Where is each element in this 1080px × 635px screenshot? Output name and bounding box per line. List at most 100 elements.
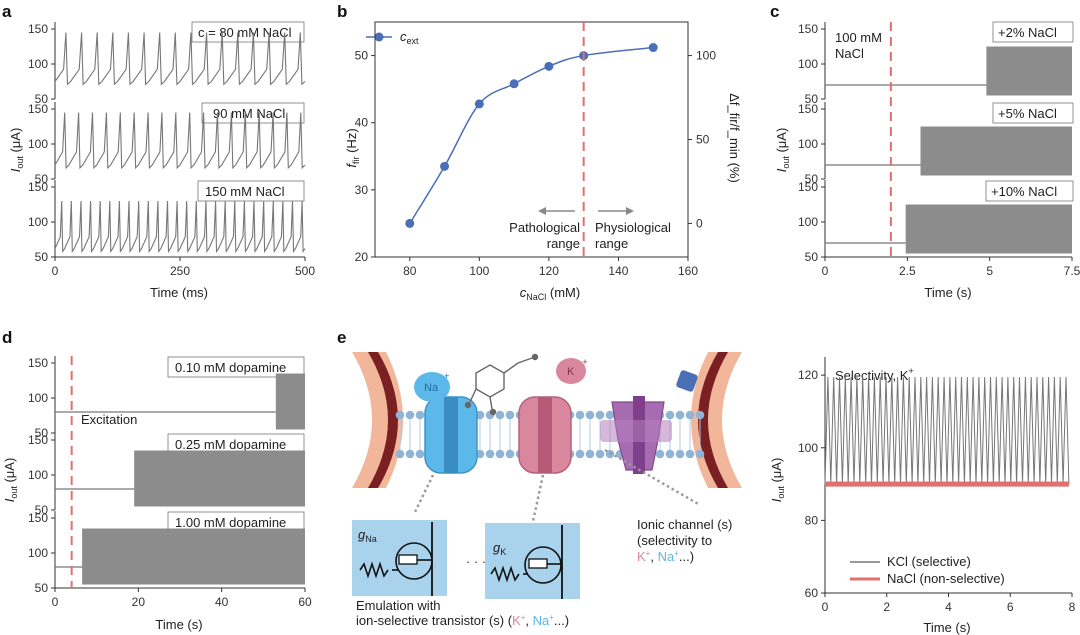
panel-selectivity-ytick-label: 80 [805,513,819,527]
panel-b-legend-label: cext [400,29,419,46]
lipid-head [695,449,705,459]
panel-d-ytick-label: 150 [28,511,48,525]
panel-b-ytick-label: 40 [355,116,369,130]
panel-d-ytick-label: 150 [28,356,48,370]
panel-selectivity-xtick-label: 8 [1069,600,1076,614]
panel-a-ytick-label: 50 [35,172,49,186]
panel-b-y2-label: Δf_fir/f_min (%) [727,93,742,183]
sodium-ion-icon: Na+ [414,371,450,402]
panel-selectivity-y-label: Iout (μA) [769,458,786,503]
panel-a-box-1: c = 80 mM NaCl [191,21,305,43]
panel-selectivity-ytick-label: 60 [805,586,819,600]
lipid-head [415,449,425,459]
panel-label-d: d [2,328,12,347]
panel-selectivity-kcl-trace [824,376,1070,485]
lipid-head [415,410,425,420]
lipid-head [495,410,505,420]
panel-d-box-3: 1.00 mM dopamine [167,511,305,533]
panel-c-annotation-2: NaCl [835,46,864,61]
panel-b-xtick-label: 140 [608,264,628,278]
panel-d-ytick-label: 150 [28,433,48,447]
panel-d-chart: 0.10 mM dopamine 0.25 mM dopamine 1.00 m… [2,356,312,632]
legend-nacl: NaCl (non-selective) [887,571,1005,586]
panel-d-box-1: 0.10 mM dopamine [167,356,305,378]
panel-b-y2tick-label: 0 [696,216,703,230]
panel-c-box-2: +5% NaCl [992,102,1074,124]
panel-a-trace-2 [54,112,306,170]
dopamine-molecule-icon [469,357,533,410]
panel-b-xtick-label: 160 [678,264,698,278]
panel-selectivity-xtick-label: 2 [883,600,890,614]
panel-a-xtick-label: 0 [52,264,59,278]
lipid-head [655,449,665,459]
panel-b-xtick-label: 120 [539,264,559,278]
panel-c-x-label: Time (s) [924,285,971,300]
panel-selectivity-ytick-label: 100 [798,441,818,455]
panel-c-box-3: +10% NaCl [985,180,1074,202]
panel-c-spiking-region-3 [905,204,1072,254]
panel-b-chart: cext Pathological range Physiological ra… [344,21,742,302]
panel-c-ytick-label: 100 [798,215,818,229]
panel-c-spiking-region-2 [920,126,1072,176]
lipid-head [665,410,675,420]
panel-d-ytick-label: 100 [28,391,48,405]
panel-selectivity-nacl-trace [825,481,1069,487]
panel-a-trace-3 [54,200,306,254]
panel-b-y-label: ffir (Hz) [344,128,361,167]
panel-d-x-label: Time (s) [155,617,202,632]
panel-b-point-4 [509,79,519,89]
na-transistor-label: gNa [358,527,377,544]
panel-b-point-1 [405,218,415,228]
lipid-head [405,449,415,459]
lipid-head [395,449,405,459]
panel-d-ytick-label: 50 [35,426,49,440]
panel-d-xtick-label: 60 [298,595,312,609]
lipid-head [595,410,605,420]
lipid-head [575,410,585,420]
panel-b-ytick-label: 20 [355,250,369,264]
panel-c-label-1: +2% NaCl [998,25,1057,40]
panel-b-annotation-right-1: Physiological [595,220,671,235]
panel-b-annotation-left-2: range [547,236,580,251]
panel-b-annotation-left-1: Pathological [509,220,580,235]
lipid-head [575,449,585,459]
selectivity-legend: KCl (selective) NaCl (non-selective) [850,554,1005,586]
panel-c-xtick-label: 2.5 [899,264,916,278]
lipid-head [505,449,515,459]
panel-b-fit-line [409,46,654,224]
panel-a-ytick-label: 100 [28,57,48,71]
panel-selectivity-xtick-label: 6 [1007,600,1014,614]
panel-b-ytick-label: 30 [355,183,369,197]
panel-selectivity-xtick-label: 4 [945,600,952,614]
na-transistor-box: gNa [352,520,447,596]
panel-label-c: c [770,2,779,21]
panel-b-point-2 [440,161,450,171]
panel-label-a: a [2,2,12,21]
panel-a-box-2: 90 mM NaCl [201,102,305,124]
ligand-square [676,370,698,392]
panel-selectivity-ytick-label: 120 [798,368,818,382]
panel-d-spiking-region-3 [82,528,305,585]
panel-c-label-2: +5% NaCl [998,106,1057,121]
panel-a-ytick-label: 150 [28,22,48,36]
panel-d-y-label: Iout (μA) [2,458,19,503]
lipid-head [585,449,595,459]
panel-c-ytick-label: 150 [798,180,818,194]
panel-d-ytick-label: 50 [35,503,49,517]
panel-c-annotation-1: 100 mM [835,30,882,45]
panel-a-ytick-label: 50 [35,92,49,106]
panel-b-legend: cext [366,29,419,46]
panel-d-spiking-region-1 [275,373,305,430]
lipid-head [665,449,675,459]
panel-label-b: b [337,2,347,21]
panel-a-y-label: Iout (μA) [8,128,25,173]
panel-c-xtick-label: 0 [822,264,829,278]
lipid-head [495,449,505,459]
panel-c-box-1: +2% NaCl [992,21,1074,43]
lipid-head [605,410,615,420]
panel-a-xtick-label: 250 [170,264,190,278]
panel-d-annotation: Excitation [81,412,137,427]
panel-b-ytick-label: 50 [355,49,369,63]
panel-b-x-label: cNaCl (mM) [520,285,580,302]
panel-a-x-label: Time (ms) [150,285,208,300]
